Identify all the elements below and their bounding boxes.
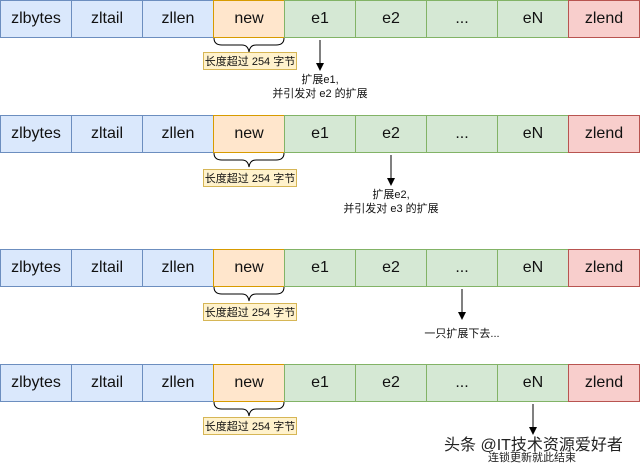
cell-ellipsis: ... <box>426 249 498 287</box>
cell-zltail: zltail <box>71 0 143 38</box>
brace-row-1 <box>213 37 285 53</box>
cell-zltail: zltail <box>71 249 143 287</box>
cell-eN: eN <box>497 249 569 287</box>
cell-zlbytes: zlbytes <box>0 0 72 38</box>
cell-ellipsis: ... <box>426 0 498 38</box>
ziplist-row-1: zlbytes zltail zllen new e1 e2 ... eN zl… <box>0 0 640 38</box>
cell-e2: e2 <box>355 249 427 287</box>
cell-e1: e1 <box>284 364 356 402</box>
ziplist-row-4: zlbytes zltail zllen new e1 e2 ... eN zl… <box>0 364 640 402</box>
cell-zlbytes: zlbytes <box>0 249 72 287</box>
caption-row-2: 扩展e2, 并引发对 e3 的扩展 <box>336 188 446 216</box>
cell-zlend: zlend <box>568 115 640 153</box>
caption-row-1-line-2: 并引发对 e2 的扩展 <box>272 88 368 100</box>
cell-ellipsis: ... <box>426 115 498 153</box>
cell-eN: eN <box>497 115 569 153</box>
cell-zllen: zllen <box>142 115 214 153</box>
caption-row-4: 连锁更新就此结束 <box>488 452 576 464</box>
note-row-4: 长度超过 254 字节 <box>203 417 297 435</box>
cell-eN: eN <box>497 364 569 402</box>
cell-e2: e2 <box>355 364 427 402</box>
cell-zllen: zllen <box>142 0 214 38</box>
cell-zlend: zlend <box>568 0 640 38</box>
brace-row-3 <box>213 286 285 302</box>
caption-row-1-line-1: 扩展e1, <box>301 74 339 86</box>
cell-new: new <box>213 364 285 402</box>
cell-ellipsis: ... <box>426 364 498 402</box>
note-row-3: 长度超过 254 字节 <box>203 303 297 321</box>
cell-zlbytes: zlbytes <box>0 364 72 402</box>
cell-eN: eN <box>497 0 569 38</box>
watermark: 头条 @IT技术资源爱好者 <box>444 437 623 454</box>
cell-e1: e1 <box>284 0 356 38</box>
caption-row-2-line-1: 扩展e2, <box>372 189 410 201</box>
brace-row-2 <box>213 152 285 168</box>
cell-new: new <box>213 115 285 153</box>
caption-row-3: 一只扩展下去... <box>424 328 500 340</box>
ziplist-row-3: zlbytes zltail zllen new e1 e2 ... eN zl… <box>0 249 640 287</box>
cell-e1: e1 <box>284 249 356 287</box>
cell-zltail: zltail <box>71 364 143 402</box>
brace-row-4 <box>213 401 285 417</box>
caption-row-2-line-2: 并引发对 e3 的扩展 <box>343 203 439 215</box>
cell-new: new <box>213 249 285 287</box>
cell-zlend: zlend <box>568 249 640 287</box>
note-row-2: 长度超过 254 字节 <box>203 169 297 187</box>
cell-e1: e1 <box>284 115 356 153</box>
cell-zlbytes: zlbytes <box>0 115 72 153</box>
cell-zltail: zltail <box>71 115 143 153</box>
ziplist-row-2: zlbytes zltail zllen new e1 e2 ... eN zl… <box>0 115 640 153</box>
caption-row-1: 扩展e1, 并引发对 e2 的扩展 <box>265 73 375 101</box>
note-row-1: 长度超过 254 字节 <box>203 52 297 70</box>
